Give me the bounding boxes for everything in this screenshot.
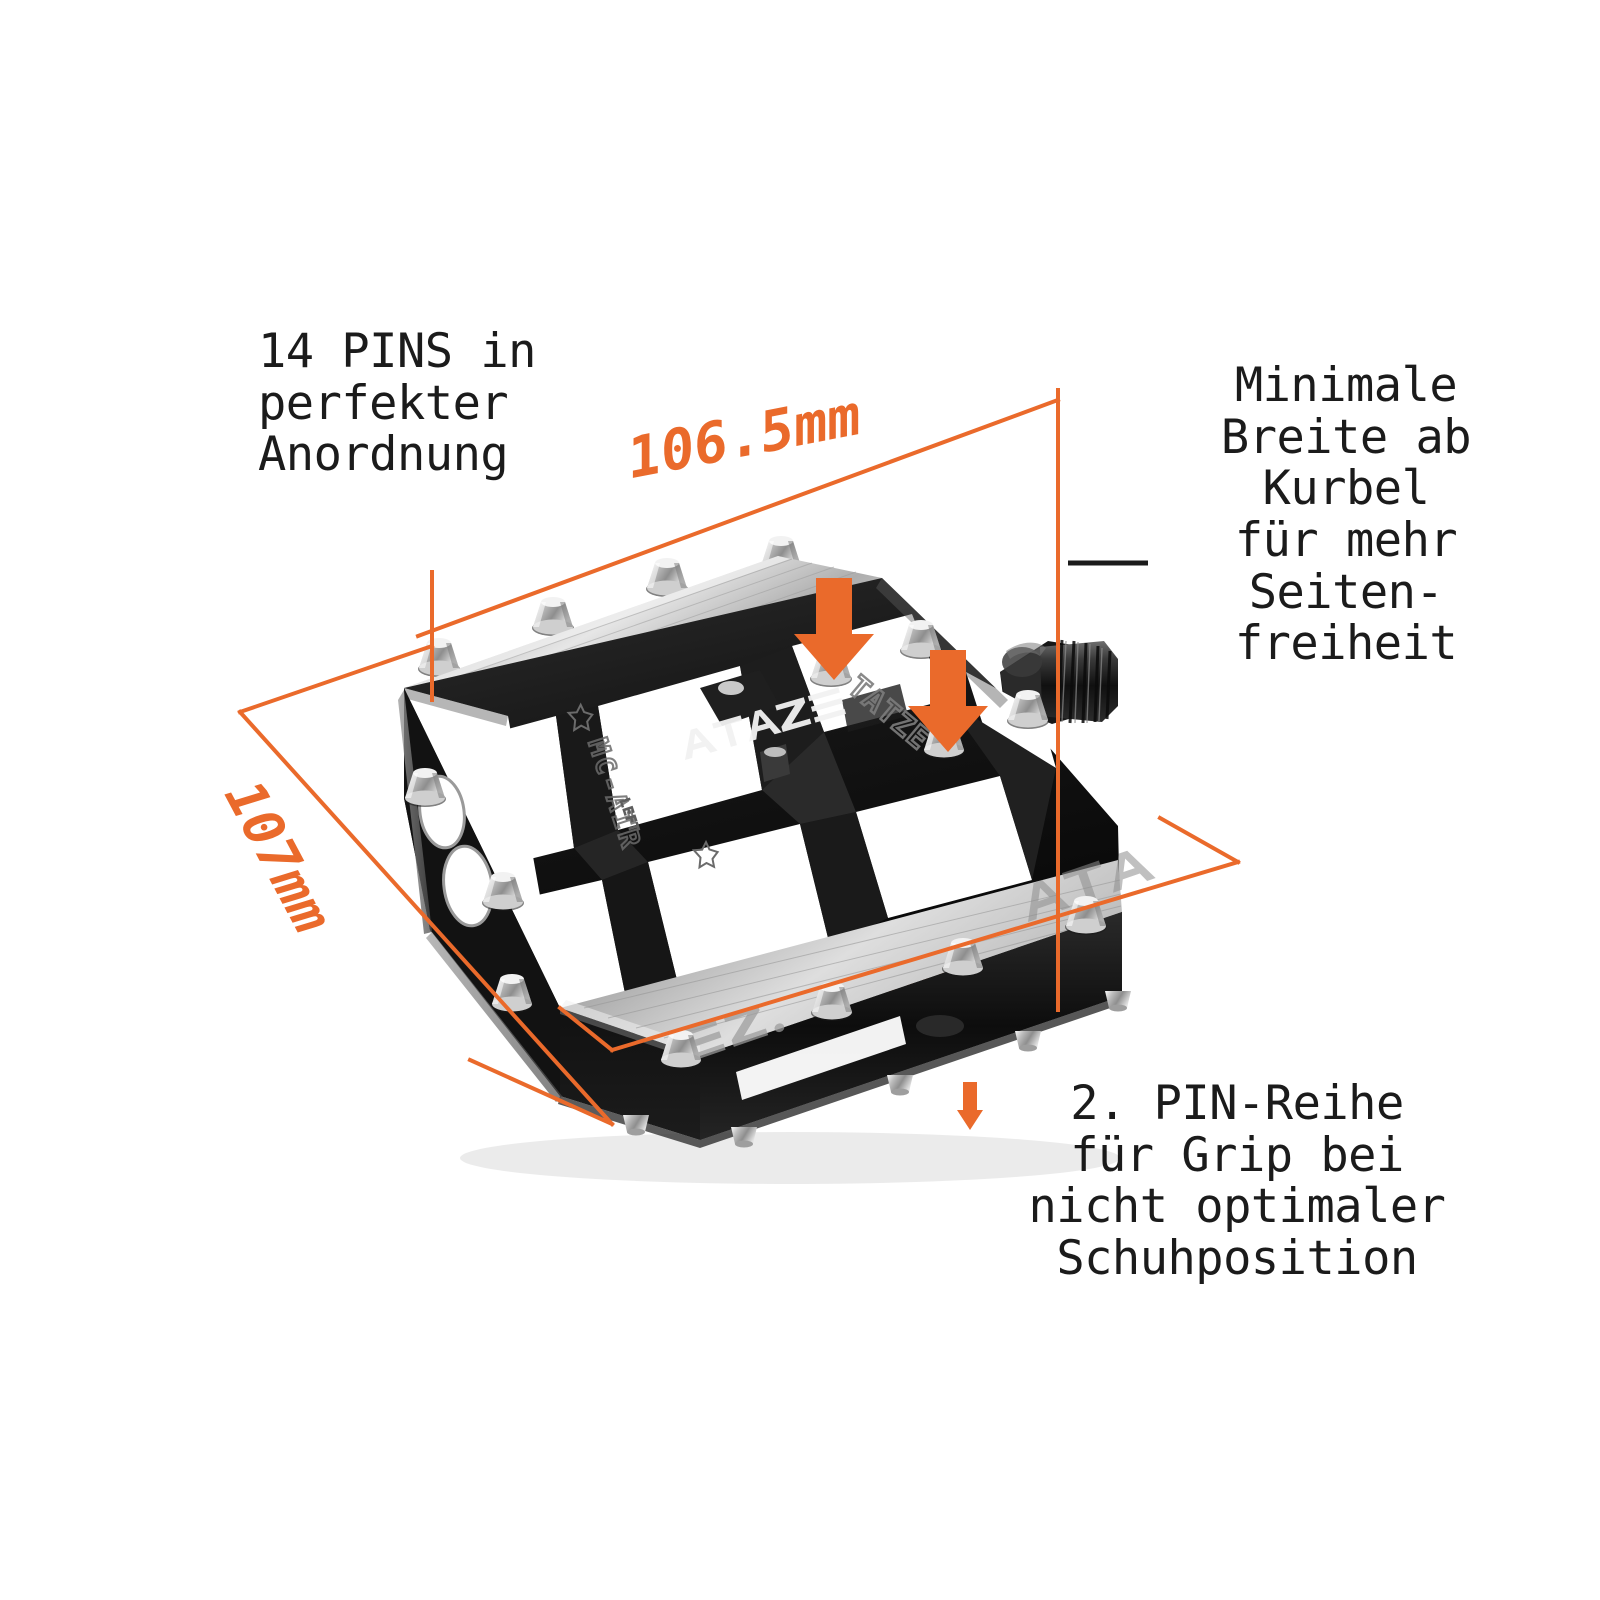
dim-line-length	[415, 397, 1061, 639]
arrow-down-icon	[908, 650, 988, 752]
ext-line-width-right	[1157, 815, 1241, 865]
annotation-crank-width: Minimale Breite ab Kurbel für mehr Seite…	[1220, 358, 1472, 672]
brand-wordmark-side	[1028, 850, 1156, 922]
annotation-second-pin-row: 2. PIN-Reihe für Grip bei nicht optimale…	[1028, 1076, 1446, 1287]
ext-line-width-left	[557, 1005, 615, 1053]
pin-strip-front	[560, 860, 1122, 1056]
brand-logo-top	[685, 687, 846, 760]
ext-line-depth-top	[237, 643, 435, 715]
annotation-pins: 14 PINS in perfekter Anordnung	[258, 324, 536, 483]
arrow-down-icon	[794, 578, 874, 680]
dim-line-depth	[237, 709, 615, 1127]
ext-line-depth-bottom	[467, 1057, 615, 1127]
front-face-right	[700, 912, 1122, 1140]
arrow-down-icon	[957, 1082, 983, 1130]
dim-line-width	[609, 859, 1241, 1053]
